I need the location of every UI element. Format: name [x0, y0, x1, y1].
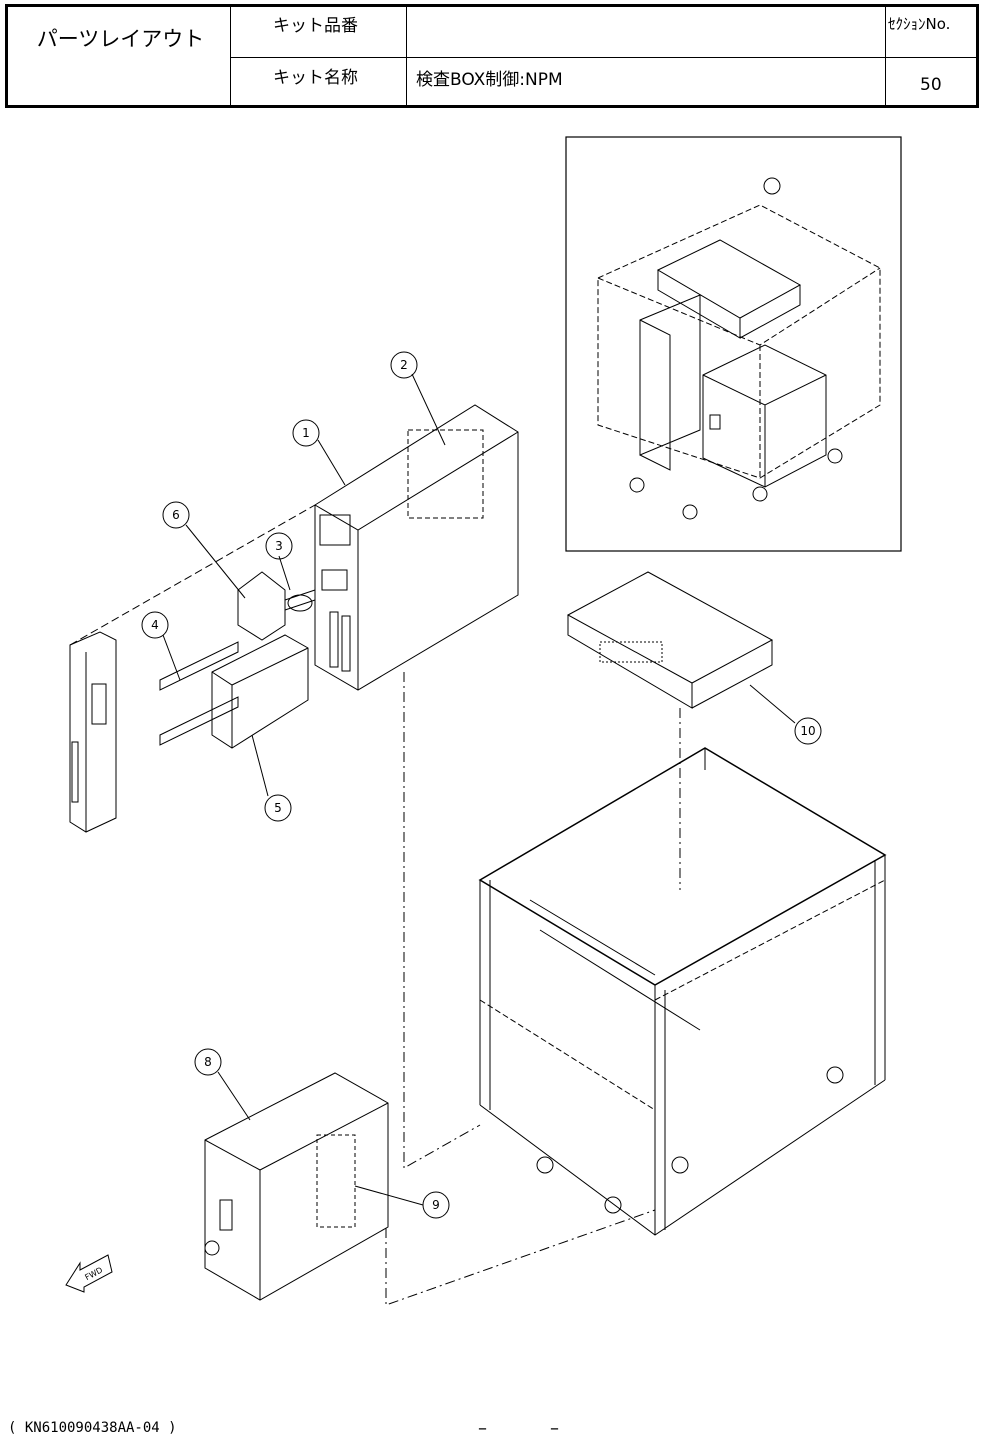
callout-number: 4	[151, 618, 159, 632]
callout-number: 3	[275, 539, 283, 553]
callout-leaders	[163, 374, 795, 1205]
callout-number: 1	[302, 426, 310, 440]
page-dash-right: –	[550, 1418, 559, 1439]
callout-number: 2	[400, 358, 408, 372]
assembly-paths	[386, 672, 680, 1305]
fwd-label: FWD	[83, 1265, 104, 1282]
callout-number: 5	[274, 801, 282, 815]
overview-inset	[566, 137, 901, 551]
network-hub	[568, 572, 772, 708]
fwd-arrow-icon: FWD	[66, 1255, 112, 1292]
power-box	[205, 1073, 388, 1300]
page-dash-left: –	[478, 1418, 487, 1439]
front-panel	[70, 505, 315, 832]
fan-parts	[238, 572, 315, 640]
controller-unit	[315, 405, 518, 690]
document-code: ( KN610090438AA-04 )	[8, 1420, 177, 1436]
cabinet-frame	[480, 748, 885, 1235]
callout-number: 6	[172, 508, 180, 522]
bracket-and-drive	[160, 635, 308, 748]
callout-number: 9	[432, 1198, 440, 1212]
callout-number: 10	[800, 724, 815, 738]
callout-number: 8	[204, 1055, 212, 1069]
callout-circles	[142, 352, 821, 1218]
